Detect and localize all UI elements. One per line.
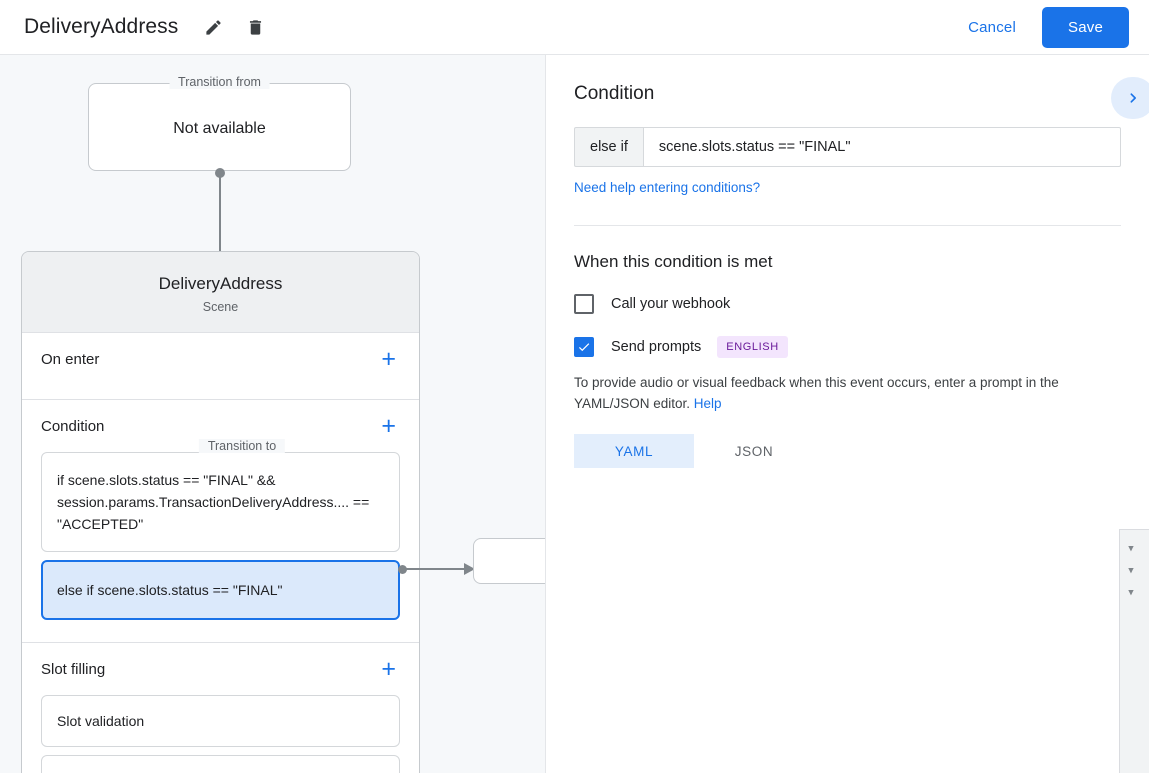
prompt-hint-text: To provide audio or visual feedback when… [574,372,1121,414]
check-icon [578,343,590,352]
scene-type: Scene [202,300,239,314]
condition-outgoing-link [398,563,545,577]
section-header-slot-filling: Slot filling + [41,643,400,695]
prompt-hint-copy: To provide audio or visual feedback when… [574,375,1059,411]
add-on-enter-button[interactable]: + [381,344,396,373]
fold-triangle-icon[interactable]: ▼ [1128,566,1134,576]
outgoing-arrowhead [464,563,475,575]
editor-gutter: ▼1▼2▼345 [1120,530,1149,773]
transition-from-legend: Transition from [169,75,270,89]
editor-format-tabs: YAML JSON [574,434,1121,468]
call-webhook-label: Call your webhook [611,296,731,312]
section-slot-filling: Slot filling + Slot validation Transacti… [22,643,419,773]
transition-from-card: Transition from Not available [88,75,351,171]
condition-item[interactable]: if scene.slots.status == "FINAL" && sess… [41,452,400,552]
section-title-on-enter: On enter [41,350,100,368]
section-on-enter: On enter + [22,333,419,400]
send-prompts-label: Send prompts [611,339,702,355]
section-header-on-enter: On enter + [41,333,400,385]
editor-gutter-line: 5 [1120,626,1149,648]
prompt-help-link[interactable]: Help [693,396,722,411]
tab-json[interactable]: JSON [694,434,814,468]
line-number: 1 [1142,542,1149,557]
chevron-right-icon-glyph [1130,93,1136,103]
page-title: DeliveryAddress [24,15,179,38]
call-webhook-checkbox[interactable] [574,294,594,314]
add-condition-button[interactable]: + [381,411,396,440]
trash-icon[interactable] [238,10,272,44]
connector-line [219,173,221,260]
send-prompts-checkbox[interactable] [574,337,594,357]
details-panel: Condition else if Need help entering con… [545,55,1149,773]
condition-item-selected[interactable]: else if scene.slots.status == "FINAL" [41,560,400,620]
section-header-condition: Condition + [41,400,400,452]
scene-name: DeliveryAddress [158,274,283,293]
panel-divider [574,225,1121,226]
outgoing-line [405,568,467,570]
target-node-card[interactable] [473,538,545,584]
condition-prefix: else if [574,127,643,167]
pencil-icon[interactable] [196,10,230,44]
cancel-button[interactable]: Cancel [954,11,1030,44]
fold-triangle-icon[interactable]: ▼ [1128,588,1134,598]
editor-gutter-line: ▼2 [1120,560,1149,582]
code-editor[interactable]: ▼1▼2▼345 candidates: - first_simple: var… [1119,529,1149,773]
top-app-bar: DeliveryAddress Cancel Save [0,0,1149,55]
section-title-slot-filling: Slot filling [41,660,106,678]
condition-heading: Condition [574,83,655,104]
send-prompts-row[interactable]: Send prompts ENGLISH [574,336,1121,358]
line-number: 2 [1142,564,1149,579]
line-number: 3 [1142,586,1149,601]
outgoing-dot [398,565,407,574]
when-condition-met-heading: When this condition is met [574,252,773,271]
language-badge: ENGLISH [717,336,788,358]
transition-to-card: Transition to DeliveryAddress Scene On e… [21,251,420,773]
webhook-row[interactable]: Call your webhook [574,294,1121,314]
transition-to-legend: Transition to [198,439,286,453]
editor-gutter-line: 4 [1120,604,1149,626]
slot-validation-item[interactable]: Slot validation [41,695,400,747]
condition-section: Condition else if Need help entering con… [546,55,1149,226]
trash-icon-glyph [249,19,261,35]
transition-from-value: Not available [173,120,266,137]
line-number: 4 [1142,608,1149,623]
chevron-right-icon[interactable] [1111,77,1149,119]
save-button[interactable]: Save [1042,6,1129,48]
editor-gutter-line: ▼3 [1120,582,1149,604]
fold-triangle-icon[interactable]: ▼ [1128,544,1134,554]
section-title-condition: Condition [41,417,105,435]
slot-item[interactable]: TransactionDeliveryAddress [41,755,400,773]
when-condition-met-section: When this condition is met Call your web… [546,226,1149,468]
editor-gutter-line: ▼1 [1120,538,1149,560]
condition-help-link[interactable]: Need help entering conditions? [574,180,761,195]
condition-input-row: else if [574,127,1121,167]
add-slot-filling-button[interactable]: + [381,654,396,683]
line-number: 5 [1142,630,1149,645]
scene-header[interactable]: DeliveryAddress Scene [22,252,419,333]
condition-input[interactable] [642,127,1121,167]
tab-yaml[interactable]: YAML [574,434,694,468]
section-condition: Condition + if scene.slots.status == "FI… [22,400,419,643]
pencil-icon-glyph [206,19,221,35]
scene-canvas[interactable]: Transition from Not available Transition… [0,55,545,773]
